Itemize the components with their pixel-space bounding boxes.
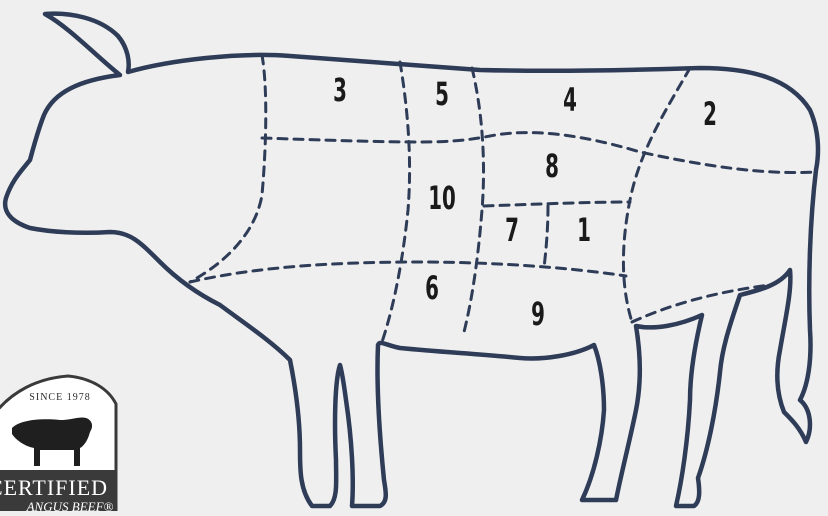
cut-labels: 3 5 4 2 8 10 7 1 6 9 bbox=[333, 72, 717, 333]
cow-outline bbox=[5, 14, 818, 506]
cut-label-3: 3 bbox=[333, 72, 347, 109]
cut-4[interactable]: 4 bbox=[563, 82, 577, 119]
cut-lines bbox=[190, 55, 815, 342]
cut-label-7: 7 bbox=[505, 212, 519, 249]
cut-label-9: 9 bbox=[531, 296, 545, 333]
cut-7[interactable]: 7 bbox=[505, 212, 519, 249]
cut-label-1: 1 bbox=[577, 212, 591, 249]
certified-angus-beef-badge: SINCE 1978 CERTIFIED ANGUS BEEF® bbox=[0, 376, 116, 511]
cut-5[interactable]: 5 bbox=[435, 76, 449, 113]
cut-label-8: 8 bbox=[545, 148, 559, 185]
cut-label-2: 2 bbox=[703, 96, 717, 133]
cut-label-5: 5 bbox=[435, 76, 449, 113]
badge-since-text: SINCE 1978 bbox=[29, 392, 90, 403]
cut-1[interactable]: 1 bbox=[577, 212, 591, 249]
cut-2[interactable]: 2 bbox=[703, 96, 717, 133]
cut-6[interactable]: 6 bbox=[425, 270, 439, 307]
badge-angus-beef-text: ANGUS BEEF® bbox=[26, 499, 114, 511]
cut-label-4: 4 bbox=[563, 82, 577, 119]
badge-certified-text: CERTIFIED bbox=[0, 475, 108, 500]
cut-3[interactable]: 3 bbox=[333, 72, 347, 109]
cut-8[interactable]: 8 bbox=[545, 148, 559, 185]
cut-label-10: 10 bbox=[428, 180, 456, 217]
cut-9[interactable]: 9 bbox=[531, 296, 545, 333]
cut-10[interactable]: 10 bbox=[428, 180, 456, 217]
cut-label-6: 6 bbox=[425, 270, 439, 307]
